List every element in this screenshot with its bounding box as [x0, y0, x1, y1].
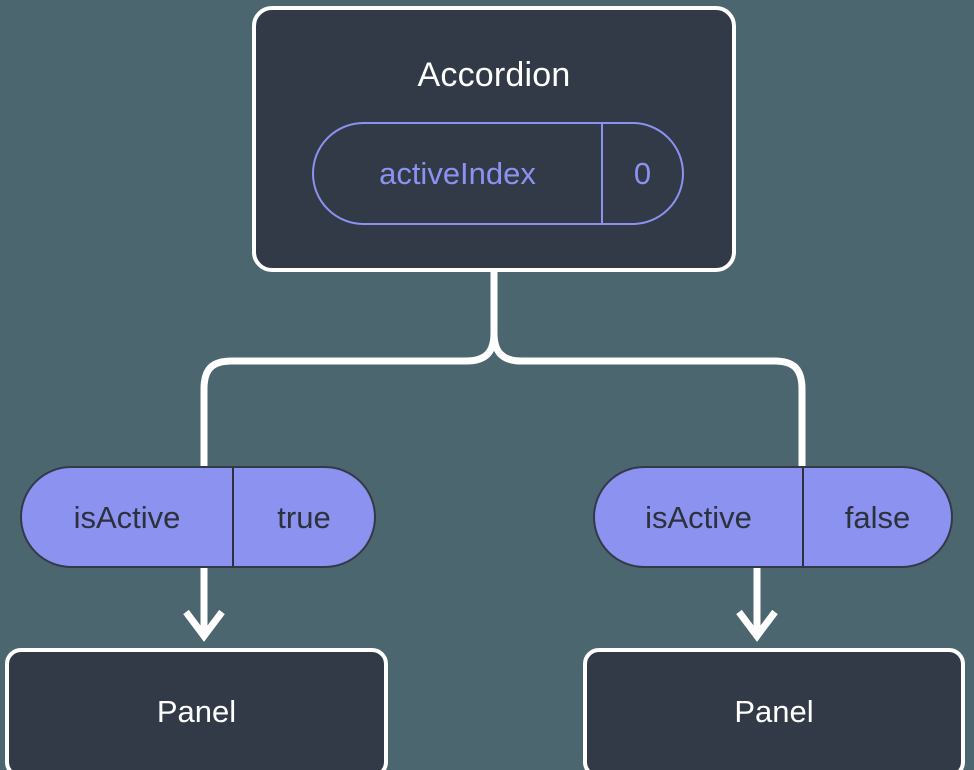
node-panel-right[interactable]: Panel [583, 648, 965, 770]
prop-pill-active-index-key: activeIndex [379, 156, 536, 191]
node-panel-right-title: Panel [734, 694, 814, 729]
arrowhead-left-panel-icon [183, 609, 225, 642]
prop-pill-is-active-false-value: false [802, 468, 951, 566]
node-accordion-title: Accordion [417, 56, 571, 94]
connector-fork-left [200, 332, 498, 466]
arrowhead-right-panel-icon [736, 609, 778, 642]
node-accordion[interactable]: Accordion activeIndex 0 [252, 6, 736, 272]
prop-pill-is-active-true-key: isActive [73, 499, 181, 535]
node-panel-left[interactable]: Panel [5, 648, 388, 770]
prop-pill-is-active-true-value: true [232, 468, 374, 566]
prop-pill-is-active-false-key: isActive [645, 499, 752, 535]
connector-fork-right [490, 332, 806, 466]
node-panel-left-title: Panel [156, 694, 237, 729]
prop-pill-active-index-value: 0 [601, 124, 682, 223]
prop-pill-active-index[interactable]: activeIndex 0 [312, 122, 684, 225]
prop-pill-is-active-true[interactable]: isActive true [20, 466, 376, 568]
prop-pill-is-active-false[interactable]: isActive false [593, 466, 953, 568]
